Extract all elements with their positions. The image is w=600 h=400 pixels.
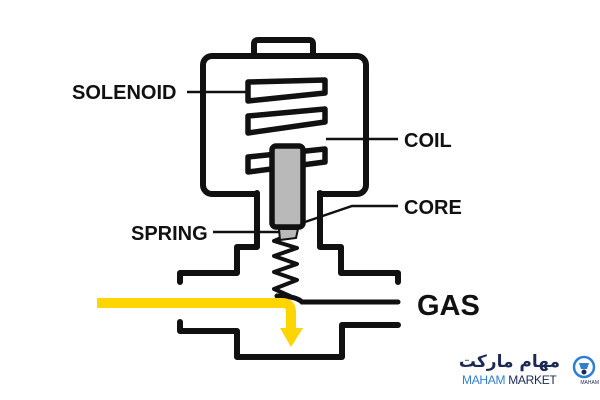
label-core: CORE bbox=[404, 197, 462, 219]
valve-body-lower bbox=[177, 319, 401, 360]
label-coil: COIL bbox=[404, 130, 452, 152]
watermark-brand-part1: MAHAM bbox=[462, 373, 506, 387]
label-gas: GAS bbox=[417, 290, 480, 322]
maham-market-watermark: مهام مارکت MAHAM MARKET MAHAM bbox=[458, 352, 600, 392]
watermark-small-text: MAHAM bbox=[580, 380, 599, 386]
label-solenoid: SOLENOID bbox=[72, 82, 176, 104]
coil-plate-2 bbox=[245, 106, 328, 136]
maham-emblem-icon bbox=[572, 355, 596, 379]
spring bbox=[272, 234, 299, 298]
watermark-persian-text: مهام مارکت bbox=[458, 352, 560, 372]
gas-flow-arrow bbox=[97, 298, 296, 330]
valve-body-upper-left bbox=[177, 190, 260, 285]
core-leader-line bbox=[301, 204, 398, 225]
gas-flow-arrowhead bbox=[280, 328, 303, 347]
core bbox=[269, 143, 306, 230]
watermark-brand-part2: MARKET bbox=[508, 373, 557, 387]
valve-seat-line bbox=[274, 293, 401, 305]
spring-cap bbox=[277, 228, 300, 242]
label-spring: SPRING bbox=[131, 223, 208, 245]
coil-plate-1 bbox=[245, 77, 328, 104]
watermark-brand-text: MAHAM MARKET bbox=[462, 373, 557, 387]
solenoid-top-cap bbox=[251, 37, 316, 55]
valve-body-upper-right bbox=[317, 190, 401, 285]
